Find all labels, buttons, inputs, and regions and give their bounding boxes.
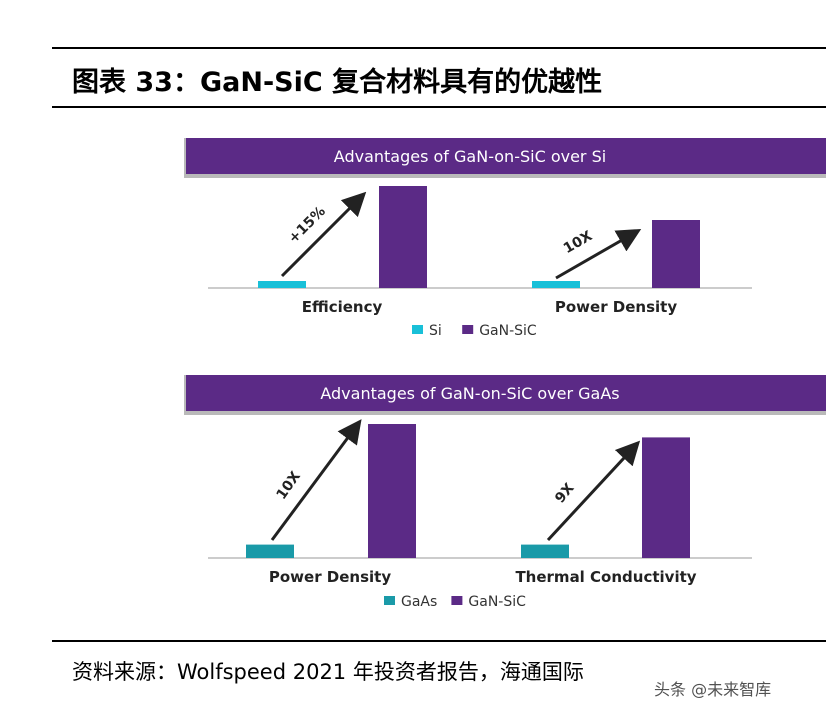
chart2-legend-swatch [384,596,395,605]
chart1-category-label: Efficiency [302,298,383,316]
chart1-legend-label: Si [429,323,442,339]
chart2-growth-arrow [270,419,362,541]
bottom-rule [52,640,826,642]
watermark: 头条 @未来智库 [654,680,772,699]
chart1-annotation: 10X [561,228,595,257]
chart1-bar-gan-sic-power-density [652,220,700,288]
chart1-annotation: +15% [286,204,329,247]
chart1-growth-arrow [280,191,367,278]
figure-title: 图表 33：GaN-SiC 复合材料具有的优越性 [72,67,603,98]
chart2-title: Advantages of GaN-on-SiC over GaAs [320,384,619,403]
chart2-annotation: 9X [552,480,578,506]
chart1-legend-label: GaN-SiC [479,323,537,339]
chart2-bar-gaas-power-density [246,544,294,558]
chart2-legend-label: GaAs [401,594,437,610]
chart1-banner [186,138,826,174]
chart1-bar-si-efficiency [258,281,306,288]
top-rule [52,47,826,49]
chart1-growth-arrow [555,229,642,280]
chart2-annotation: 10X [273,469,304,503]
title-underline [52,106,826,108]
chart1-legend-swatch [412,325,423,334]
chart2-bar-gan-sic-power-density [368,424,416,558]
chart2-growth-arrow [546,440,641,542]
chart2-bar-gan-sic-thermal-conductivity [642,437,690,558]
chart1-bar-gan-sic-efficiency [379,186,427,288]
chart1-bar-si-power-density [532,281,580,288]
chart2-category-label: Thermal Conductivity [515,568,696,586]
chart2-category-label: Power Density [269,568,391,586]
charts-canvas: Advantages of GaN-on-SiC over Si Efficien… [184,138,826,610]
chart1-title: Advantages of GaN-on-SiC over Si [334,147,606,166]
chart1-category-label: Power Density [555,298,677,316]
chart2-legend-swatch [451,596,463,605]
chart2-legend-label: GaN-SiC [468,594,526,610]
chart2-bar-gaas-thermal-conductivity [521,544,569,558]
source-note: 资料来源：Wolfspeed 2021 年投资者报告，海通国际 [72,660,584,684]
chart1-legend-swatch [462,325,474,334]
chart2-banner [186,375,826,411]
